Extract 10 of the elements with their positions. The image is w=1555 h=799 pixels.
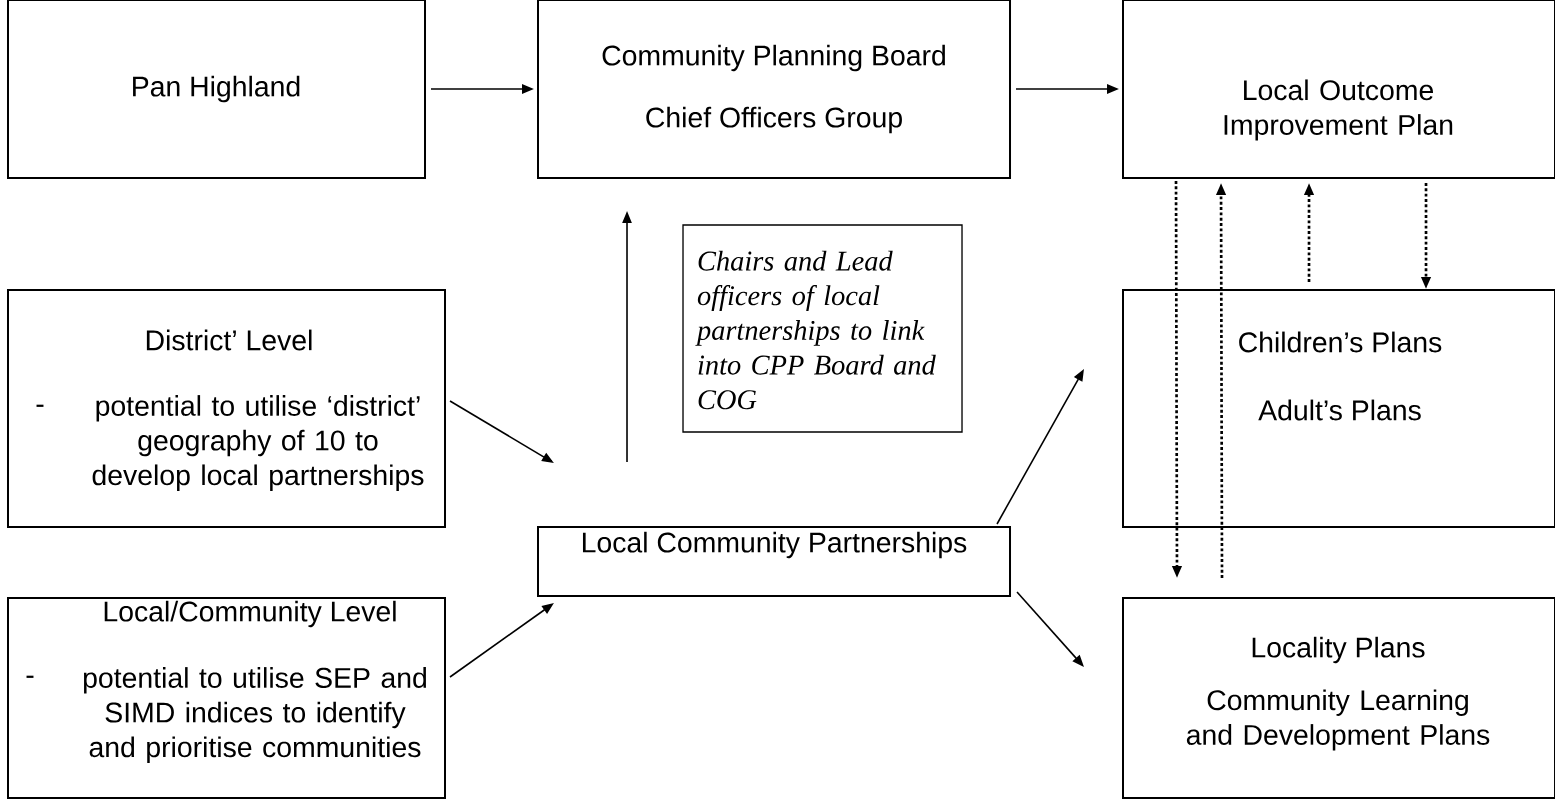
text-box: Locality Plans Community Learning and Development Plans [1122, 597, 1555, 799]
text-box: Children’s Plans Adult’s Plans [1122, 289, 1555, 528]
note-box: Chairs and Lead officers of local partnerships to link into CPP Board and COG [682, 224, 963, 433]
text-box: Pan Highland [7, 0, 426, 179]
text-box: Local/Community Level - potential to utilise SEP and SIMD indices to identify and prioritise communities [7, 597, 446, 799]
text-box: Community Planning Board Chief Officers Group [537, 0, 1011, 179]
arrow [1016, 591, 1084, 667]
text-box: Local Outcome Improvement Plan [1122, 0, 1555, 179]
text-box: District’ Level - potential to utilise ‘district’ geography of 10 to develop local partnerships [7, 289, 446, 528]
text-box: Local Community Partnerships [537, 526, 1011, 597]
